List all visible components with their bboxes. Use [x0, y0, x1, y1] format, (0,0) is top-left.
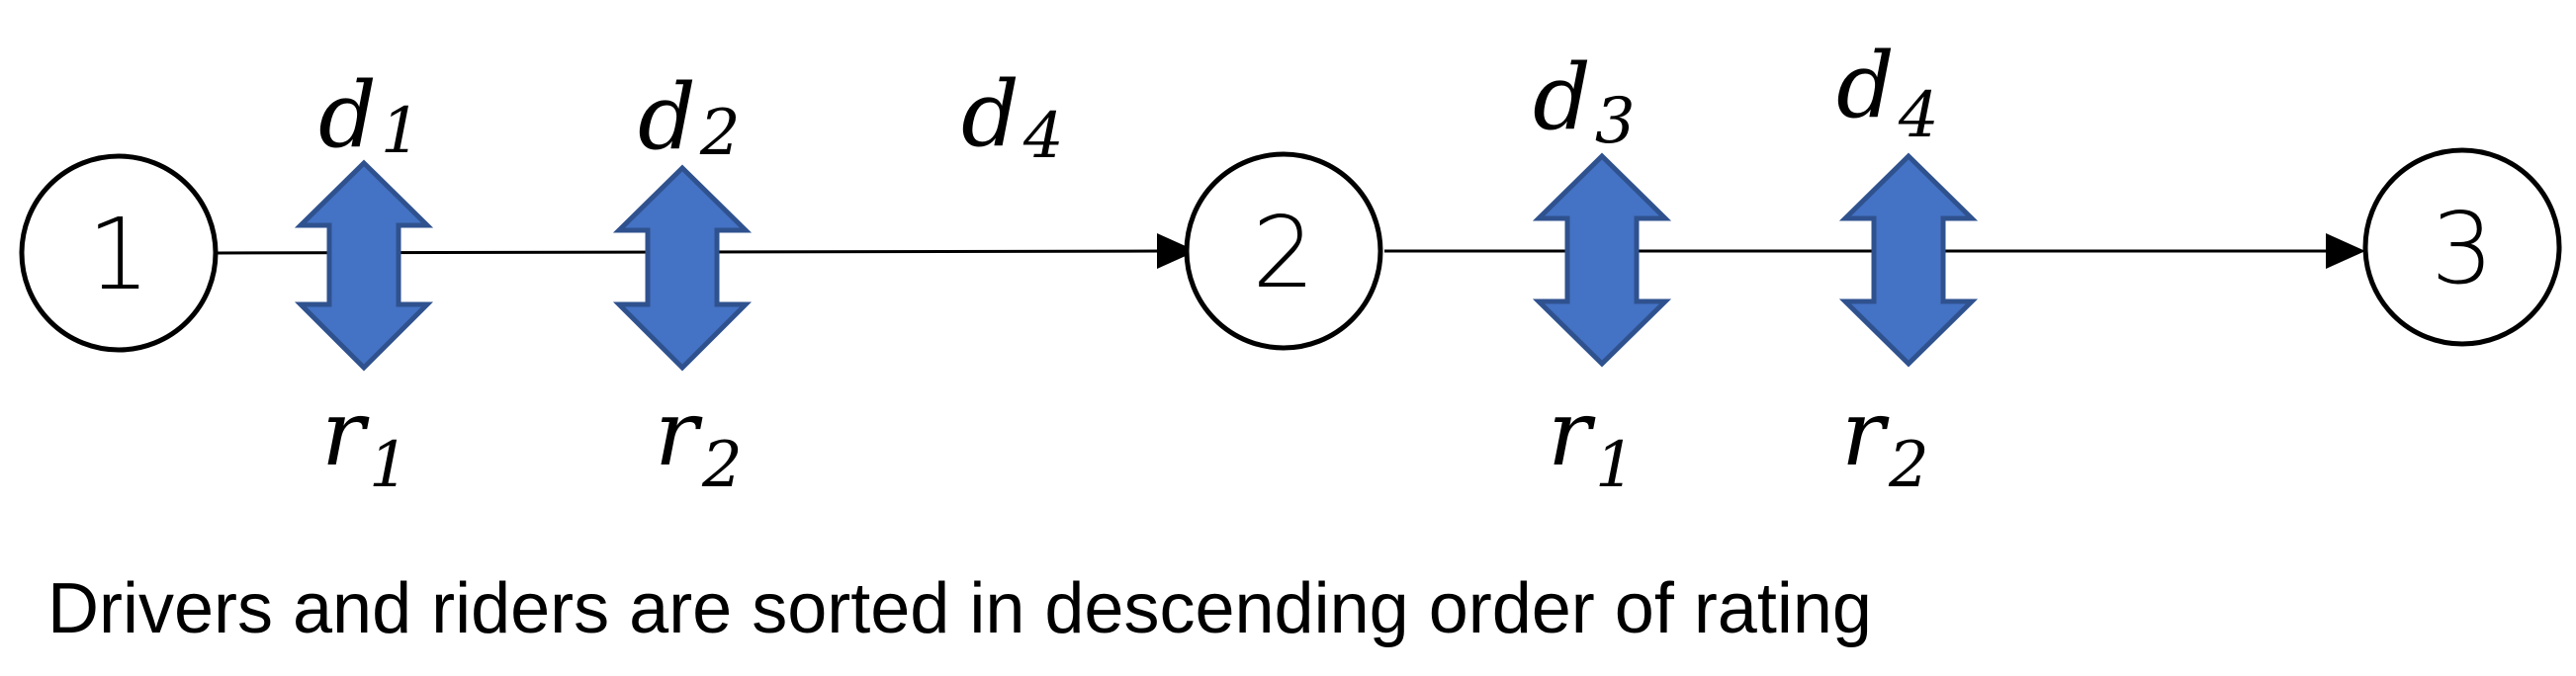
node-3-label: 3: [2431, 191, 2494, 306]
diagram-caption: Drivers and riders are sorted in descend…: [47, 569, 1872, 648]
rider-label: r1: [1548, 380, 1636, 502]
edge-2-3-arrowhead: [2326, 233, 2365, 269]
driver-label: d2: [638, 64, 741, 170]
driver-label: d1: [318, 62, 421, 168]
match-arrow-1: [294, 159, 434, 372]
rider-label: r2: [1841, 380, 1929, 502]
match-arrow-3: [1532, 152, 1672, 368]
match-arrow-2: [612, 164, 753, 372]
node-2-label: 2: [1252, 195, 1315, 310]
rider-label: r2: [655, 380, 743, 502]
driver-label: d4: [961, 61, 1064, 173]
node-1: 1: [19, 153, 219, 353]
edge-1-2-arrowhead: [1157, 233, 1197, 269]
rider-label: r1: [321, 380, 409, 502]
match-arrow-4: [1838, 152, 1979, 368]
driver-label: d3: [1533, 44, 1636, 158]
node-2: 2: [1184, 151, 1383, 351]
node-3: 3: [2362, 147, 2562, 347]
node-1-label: 1: [87, 197, 150, 312]
driver-label: d4: [1836, 33, 1939, 152]
